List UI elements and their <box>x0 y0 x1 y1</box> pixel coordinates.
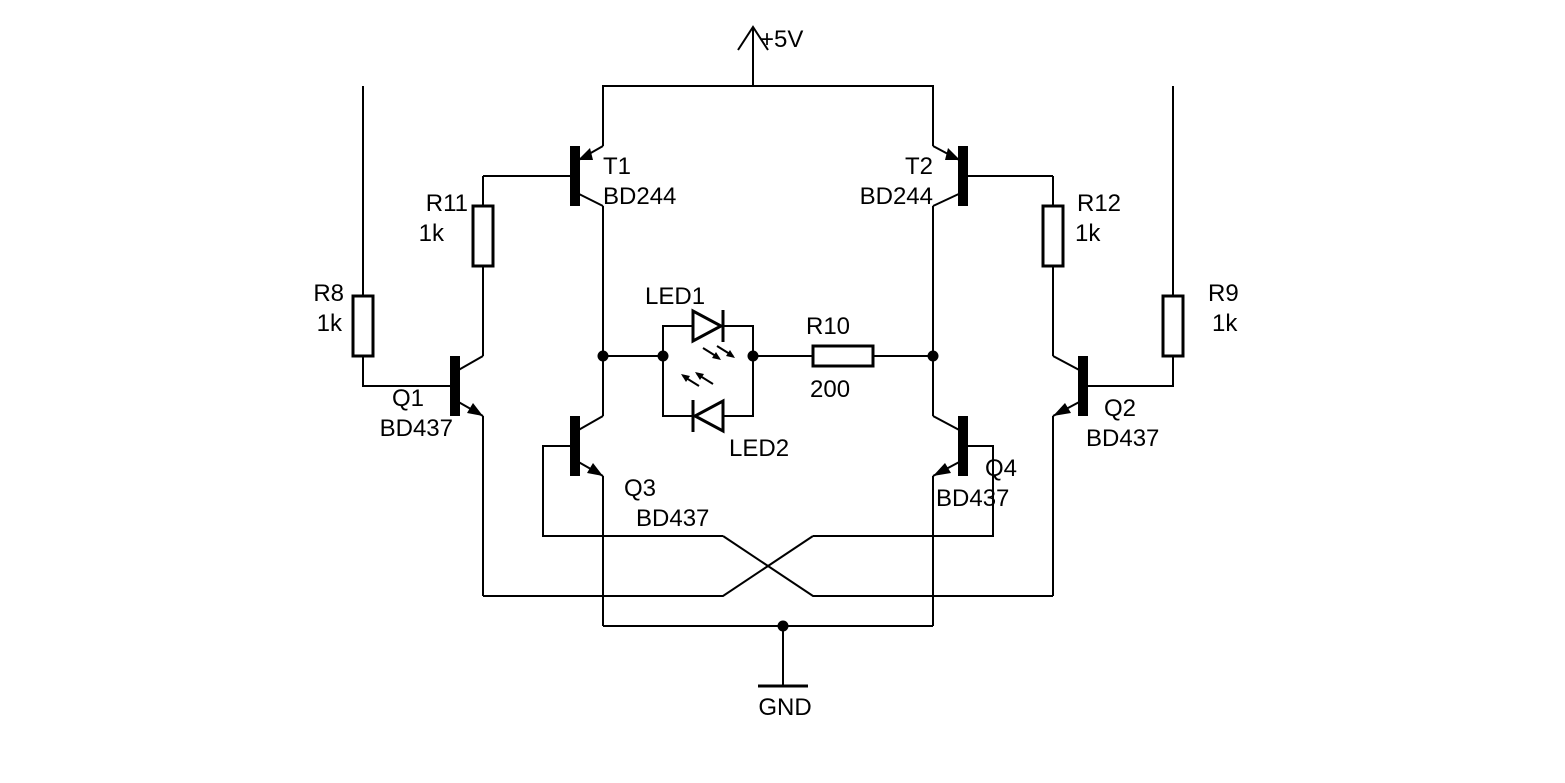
resistor-r10: R10 200 <box>806 313 875 403</box>
r11-ref: R11 <box>426 190 468 217</box>
resistor-r11: R11 1k <box>419 176 495 356</box>
t1-value: BD244 <box>603 183 676 210</box>
led1: LED1 <box>645 283 735 360</box>
resistor-r12: R12 1k <box>1041 176 1121 356</box>
transistor-q1: Q1 BD437 <box>380 355 484 596</box>
resistor-r8: R8 1k <box>313 280 450 387</box>
led-bridge <box>597 325 939 417</box>
q3-ref: Q3 <box>624 475 656 502</box>
r8-ref: R8 <box>313 280 344 307</box>
r12-ref: R12 <box>1077 190 1121 217</box>
led2: LED2 <box>681 372 789 462</box>
transistor-t2: T2 BD244 <box>860 145 1053 416</box>
supply-label: +5V <box>760 26 803 53</box>
r11-value: 1k <box>419 220 445 247</box>
q1-value: BD437 <box>380 415 453 442</box>
r8-value: 1k <box>317 310 343 337</box>
supply-rail <box>602 85 934 146</box>
transistor-q3: Q3 BD437 <box>542 415 723 626</box>
r10-value: 200 <box>810 376 850 403</box>
led1-ref: LED1 <box>645 283 705 310</box>
r10-ref: R10 <box>806 313 850 340</box>
ground-symbol: GND <box>758 684 812 721</box>
supply-symbol: +5V <box>737 25 803 86</box>
t2-value: BD244 <box>860 183 933 210</box>
q2-value: BD437 <box>1086 425 1159 452</box>
cross-coupling-wires <box>483 535 1053 597</box>
t2-ref: T2 <box>905 153 933 180</box>
r9-ref: R9 <box>1208 280 1239 307</box>
ground-label: GND <box>758 694 811 721</box>
transistor-q4: Q4 BD437 <box>813 415 1017 626</box>
resistor-r9: R9 1k <box>1088 280 1239 387</box>
r9-value: 1k <box>1212 310 1238 337</box>
q4-ref: Q4 <box>985 455 1017 482</box>
r12-value: 1k <box>1075 220 1101 247</box>
q3-value: BD437 <box>636 505 709 532</box>
ground-rail <box>603 620 933 686</box>
q2-ref: Q2 <box>1104 395 1136 422</box>
transistor-t1: T1 BD244 <box>483 145 676 416</box>
led2-ref: LED2 <box>729 435 789 462</box>
transistor-q2: Q2 BD437 <box>1052 355 1159 596</box>
t1-ref: T1 <box>603 153 631 180</box>
q4-value: BD437 <box>936 485 1009 512</box>
q1-ref: Q1 <box>392 385 424 412</box>
